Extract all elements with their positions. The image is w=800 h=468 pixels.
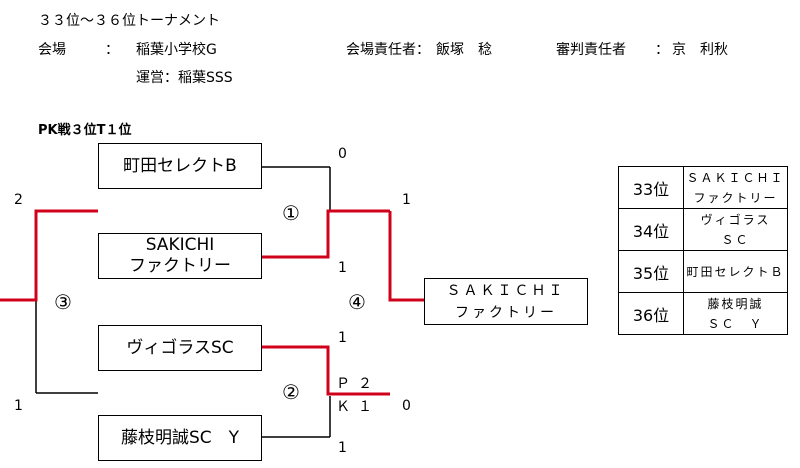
winner-name-line2: ファクトリー [455,304,557,321]
ranking-row: 34位 ヴィゴラス ＳＣ [618,208,788,251]
winner-path-m3 [0,209,98,302]
winner-path-m1 [262,209,390,259]
ranking-place: 36位 [618,292,684,335]
ranking-place: 33位 [618,166,684,209]
ranking-team-line1: ヴィゴラス [700,212,771,227]
score-m1-bottom: 1 [338,260,347,276]
team-box-sakichi: SAKICHI ファクトリー [98,233,262,279]
operation-info: 運営：稲葉SSS [136,70,233,86]
ranking-team: 町田セレクトＢ [683,250,788,293]
bracket-black-lines [35,166,331,438]
score-m2-top: 1 [338,330,347,346]
score-m4-top: 1 [402,192,411,208]
pk-score-bottom: １ [358,399,372,415]
ranking-team-line1: 町田セレクトＢ [686,264,785,279]
venue-value: 稲葉小学校G [136,42,217,58]
match-number-2: ② [282,380,300,404]
ranking-place: 35位 [618,250,684,293]
team-name-machida: 町田セレクトB [123,155,237,176]
score-m3-top: 2 [14,192,23,208]
pk-score-top: ２ [358,376,372,392]
team-name-fujieda: 藤枝明誠SC Y [120,427,240,448]
venue-manager-label: 会場責任者： [346,42,430,58]
score-m4-bottom: 0 [402,398,411,414]
team-box-machida: 町田セレクトB [98,143,262,189]
ranking-place: 34位 [618,208,684,251]
match-number-4: ④ [348,290,366,314]
team-box-fujieda: 藤枝明誠SC Y [98,415,262,461]
bracket-winner-lines [0,209,424,396]
team-box-vigoras: ヴィゴラスSC [98,325,262,371]
match-number-3: ③ [54,290,72,314]
ranking-row: 33位 ＳＡＫＩＣＨＩ ファクトリー [618,166,788,209]
ranking-team: ＳＡＫＩＣＨＩ ファクトリー [683,166,788,209]
referee-manager-label: 審判責任者 [556,42,626,58]
winner-path-m2 [262,345,390,396]
venue-manager-value: 飯塚 稔 [436,42,492,58]
winner-path-m4 [388,211,424,302]
team-name-sakichi-line2: ファクトリー [129,256,231,276]
winner-name-line1: ＳＡＫＩＣＨＩ [446,282,566,299]
score-m2-bottom: 1 [338,440,347,456]
referee-manager-value: 京 利秋 [672,42,728,58]
team-name-vigoras: ヴィゴラスSC [126,337,234,358]
pk-note: PK戦３位T１位 [38,123,132,138]
match-number-1: ① [282,201,300,225]
venue-colon: ： [105,42,119,58]
ranking-team-line2: ファクトリー [693,190,778,205]
ranking-row: 35位 町田セレクトＢ [618,250,788,293]
pk-label-p: Ｐ [336,376,350,392]
pk-label-k: Ｋ [336,399,350,415]
ranking-table: 33位 ＳＡＫＩＣＨＩ ファクトリー 34位 ヴィゴラス ＳＣ 35位 町田セレ… [618,166,788,335]
ranking-row: 36位 藤枝明誠 ＳＣ Ｙ [618,292,788,335]
tournament-title: ３３位～３６位トーナメント [38,13,220,29]
ranking-team: ヴィゴラス ＳＣ [683,208,788,251]
score-m1-top: 0 [338,146,347,162]
ranking-team: 藤枝明誠 ＳＣ Ｙ [683,292,788,335]
ranking-team-line1: 藤枝明誠 [707,296,764,311]
ranking-team-line1: ＳＡＫＩＣＨＩ [686,170,785,185]
venue-label: 会場 [38,42,66,58]
winner-box: ＳＡＫＩＣＨＩ ファクトリー [424,278,588,325]
team-name-sakichi-line1: SAKICHI [145,235,215,255]
ranking-team-line2: ＳＣ Ｙ [707,316,764,331]
score-m3-bottom: 1 [14,398,23,414]
ranking-team-line2: ＳＣ [721,232,750,247]
referee-colon: ： [655,42,669,58]
